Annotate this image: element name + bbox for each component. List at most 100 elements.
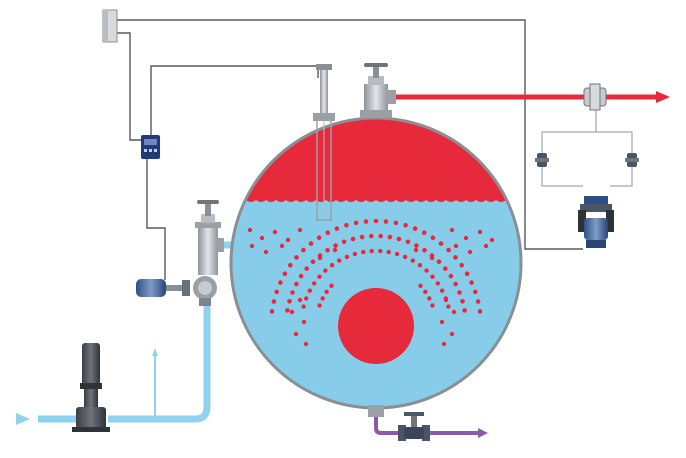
bubble xyxy=(325,247,330,253)
bubble xyxy=(333,243,338,248)
bubble xyxy=(469,280,474,285)
bubble xyxy=(443,266,448,271)
bubble xyxy=(353,220,359,226)
blowdown-valve xyxy=(398,412,430,441)
bubble xyxy=(352,251,358,257)
bubble xyxy=(269,309,275,314)
signal-line-level-probe xyxy=(150,65,319,138)
bubble xyxy=(473,289,478,295)
bubble xyxy=(438,241,444,246)
bubble xyxy=(334,226,340,231)
bubble xyxy=(387,234,393,240)
bubble xyxy=(430,274,435,279)
bubble xyxy=(427,296,432,301)
bypass-valve-left xyxy=(535,153,549,167)
bubble xyxy=(344,223,349,228)
bubble xyxy=(359,234,365,240)
bubble xyxy=(279,243,285,249)
bubble xyxy=(301,247,306,253)
bubble xyxy=(386,249,391,255)
bubble xyxy=(439,319,445,325)
bubble xyxy=(489,237,495,243)
bubble xyxy=(418,283,423,288)
furnace-tube xyxy=(338,288,414,364)
bubble xyxy=(467,249,473,255)
bubble xyxy=(307,288,312,293)
bubble xyxy=(430,303,435,308)
bubble xyxy=(297,227,303,233)
bubble xyxy=(383,219,389,224)
bubble xyxy=(396,236,402,242)
bubble xyxy=(329,283,334,288)
bubble xyxy=(463,235,469,241)
bubble xyxy=(459,263,465,268)
steam-outlet-valve xyxy=(360,63,396,118)
bubble xyxy=(312,281,317,286)
bubble xyxy=(297,297,303,303)
steam-flow-meter xyxy=(583,83,607,111)
bubble xyxy=(285,308,290,313)
vent-arrow-icon xyxy=(152,348,158,356)
bubble xyxy=(440,288,445,293)
blowdown-arrow-icon xyxy=(478,428,488,438)
bubble xyxy=(475,299,481,304)
bubble xyxy=(421,230,427,235)
bubble xyxy=(308,241,314,246)
feed-inlet-arrow-icon xyxy=(16,413,30,425)
bubble xyxy=(294,255,299,260)
bubble xyxy=(436,259,442,265)
bubble xyxy=(344,254,350,260)
bubble xyxy=(449,227,455,233)
bubble xyxy=(453,243,459,249)
bubble xyxy=(410,258,415,263)
bubble xyxy=(363,219,369,224)
bubble xyxy=(294,281,299,287)
bubble xyxy=(369,248,374,254)
bubble xyxy=(298,273,304,279)
bubble xyxy=(394,251,400,257)
bubble xyxy=(369,233,374,239)
bubble xyxy=(304,266,310,271)
bypass-valve-right xyxy=(625,153,639,167)
bubble xyxy=(317,303,322,308)
blowdown-pipe xyxy=(374,416,478,435)
bubble xyxy=(462,308,467,313)
bubble xyxy=(446,247,451,253)
bubble xyxy=(274,289,280,295)
signal-line-transmitter-to-feed-valve xyxy=(146,152,166,280)
bubble xyxy=(453,255,458,260)
bubble xyxy=(317,255,323,261)
bubble xyxy=(287,299,292,304)
bubble xyxy=(249,243,255,249)
steam-space xyxy=(231,118,521,202)
bubble xyxy=(288,263,293,268)
steam-bubbles xyxy=(247,218,495,347)
bubble xyxy=(323,268,328,273)
bubble xyxy=(378,233,384,239)
bubble xyxy=(477,309,483,314)
bypass-station xyxy=(541,108,633,187)
bubble xyxy=(301,304,306,309)
feed-angle-valve xyxy=(195,200,224,275)
bubble xyxy=(405,239,411,245)
bubble xyxy=(460,299,465,304)
bubble xyxy=(303,341,309,347)
bubble xyxy=(282,271,288,277)
bubble xyxy=(451,309,457,315)
bubble xyxy=(483,243,489,249)
bubble xyxy=(317,274,322,279)
bubble xyxy=(290,290,295,295)
bubble xyxy=(435,281,440,286)
feed-discharge-pipe xyxy=(108,304,211,423)
level-transmitter xyxy=(141,135,160,159)
bubble xyxy=(316,235,322,240)
blowdown-nozzle xyxy=(368,405,384,417)
bubble xyxy=(393,220,399,226)
bubble xyxy=(325,230,331,235)
bubble xyxy=(449,331,455,337)
signal-line-controller-to-valve xyxy=(112,19,583,250)
bubble xyxy=(402,254,408,260)
bubble xyxy=(443,297,449,303)
feed-control-valve xyxy=(136,276,217,306)
bubble xyxy=(304,296,309,301)
